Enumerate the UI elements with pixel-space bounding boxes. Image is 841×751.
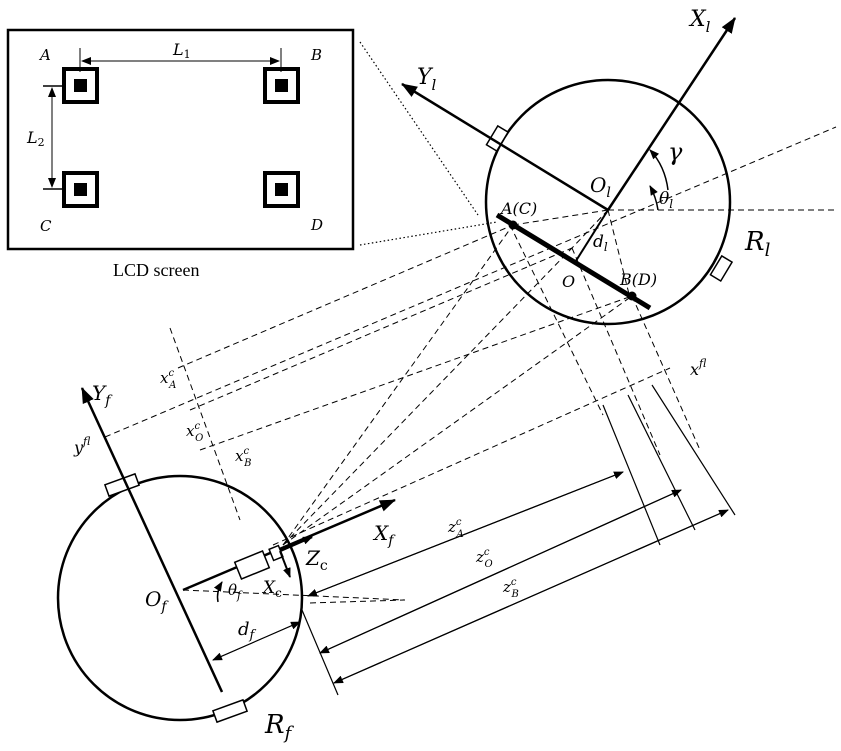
follower-dist-label: df (238, 619, 257, 643)
corner-a-label: A (38, 46, 51, 64)
point-ac-label: A(C) (499, 199, 537, 218)
l2-label: L2 (26, 128, 45, 149)
point-bd-marker (627, 291, 637, 301)
inset-connector-top (359, 41, 479, 216)
camera (233, 535, 313, 580)
follower-radius-label: Rf (264, 710, 295, 744)
leader-x-axis (606, 17, 737, 211)
follower-wheel-bottom (211, 698, 249, 724)
z-measurements (301, 384, 736, 696)
leader-x-axis-label: Xl (688, 7, 711, 36)
corner-b-label: B (310, 46, 322, 64)
camera-x-axis (279, 550, 291, 578)
leader-screen (495, 212, 652, 311)
projection-lines (104, 126, 838, 604)
corner-c-label: C (40, 217, 52, 235)
inset-connector-bottom (359, 221, 498, 246)
lcd-frame (6, 28, 355, 251)
xl-label: xfl (690, 357, 707, 379)
marker-d (263, 171, 300, 208)
theta-l-arc (649, 185, 659, 211)
leader-robot-body (484, 78, 732, 326)
camera-x-label: Xc (261, 578, 282, 600)
leader-origin-label: Ol (590, 173, 611, 201)
leader-dist-label: dl (593, 232, 608, 254)
theta-f-label: θf (228, 581, 243, 602)
measurement-labels: xcA xcO xcB yfl xfl zcA zcO zcB (73, 357, 707, 600)
yl-label: yfl (73, 435, 91, 457)
follower-origin-label: Of (145, 587, 169, 615)
follower-x-axis (182, 498, 396, 592)
leader-wheel-bottom (709, 254, 734, 283)
point-bd-label: B(D) (619, 270, 657, 289)
follower-wheel-top (103, 472, 141, 498)
point-ac-marker (508, 220, 518, 230)
corner-d-label: D (310, 216, 323, 234)
gamma-label: γ (668, 138, 683, 166)
camera-z-label: Zc (305, 546, 328, 574)
follower-robot: Yf Xf Of θf df Rf Zc Xc (56, 381, 396, 744)
follower-x-axis-label: Xf (372, 521, 396, 549)
point-o-label: O (562, 272, 575, 291)
theta-f-arc (213, 581, 223, 603)
follower-robot-body (56, 474, 304, 722)
leader-dl-line (573, 209, 609, 265)
leader-radius-label: Rl (744, 227, 771, 261)
lcd-screen-inset: A B C D L1 L2 LCD screen (6, 28, 355, 280)
leader-robot: Xl Yl Ol γ θl Rl A(C) O B(D) dl (401, 7, 771, 326)
follower-y-axis (80, 387, 224, 693)
lcd-caption: LCD screen (113, 260, 199, 280)
theta-l-label: θl (659, 189, 673, 211)
leader-y-axis-label: Yl (417, 65, 437, 94)
leader-wheel-top (485, 124, 510, 153)
gamma-arc (649, 149, 669, 191)
camera-z-axis (279, 535, 313, 553)
follower-y-axis-label: Yf (92, 381, 113, 409)
leader-y-axis (401, 82, 609, 212)
l1-label: L1 (172, 40, 191, 61)
